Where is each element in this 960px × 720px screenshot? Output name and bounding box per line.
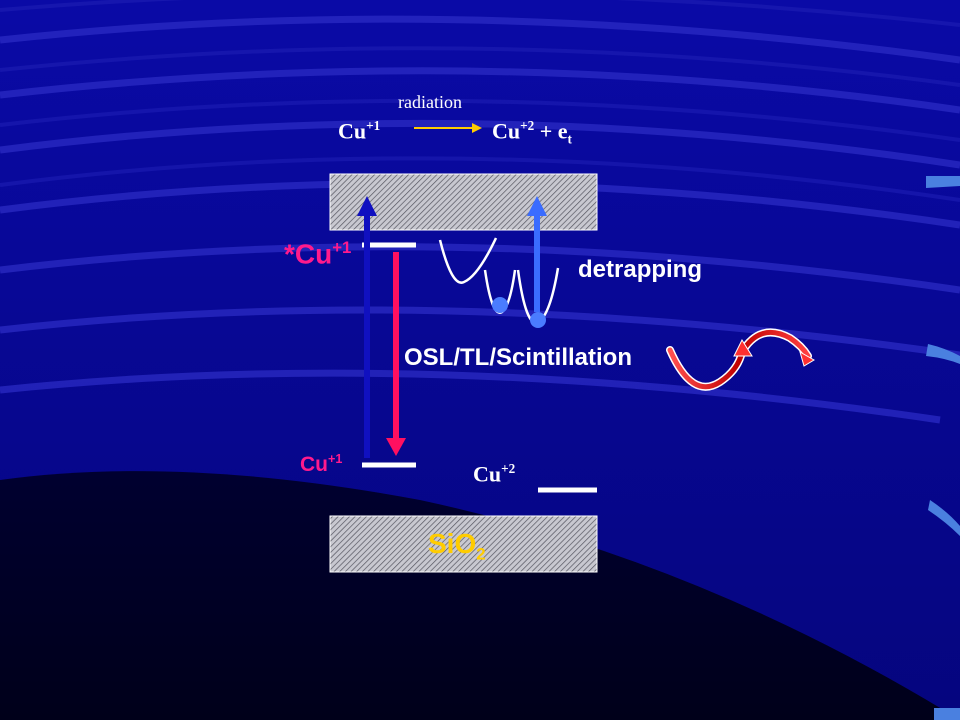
cu2-level-label: Cu+2 bbox=[473, 461, 516, 487]
trap-well-icon bbox=[438, 237, 498, 284]
osl-label: OSL/TL/Scintillation bbox=[404, 344, 632, 371]
electron-dot-icon bbox=[530, 312, 546, 328]
excitation-arrow bbox=[357, 196, 377, 458]
excited-level-label: *Cu+1 bbox=[284, 238, 352, 270]
light-wave-icon bbox=[666, 328, 815, 391]
valence-band bbox=[329, 515, 598, 573]
conduction-band bbox=[329, 173, 598, 231]
detrap-arrow bbox=[527, 196, 547, 312]
ground-level-label: Cu+1 bbox=[300, 452, 343, 476]
emission-arrow bbox=[386, 252, 406, 456]
radiation-right-species: Cu+2 + et bbox=[492, 118, 572, 147]
radiation-left-species: Cu+1 bbox=[338, 118, 381, 144]
sio2-label: SiO2 bbox=[428, 528, 486, 564]
radiation-label: radiation bbox=[398, 92, 462, 112]
electron-dot-icon bbox=[492, 297, 508, 313]
detrapping-label: detrapping bbox=[578, 256, 702, 283]
arrow-right-icon bbox=[414, 123, 482, 133]
